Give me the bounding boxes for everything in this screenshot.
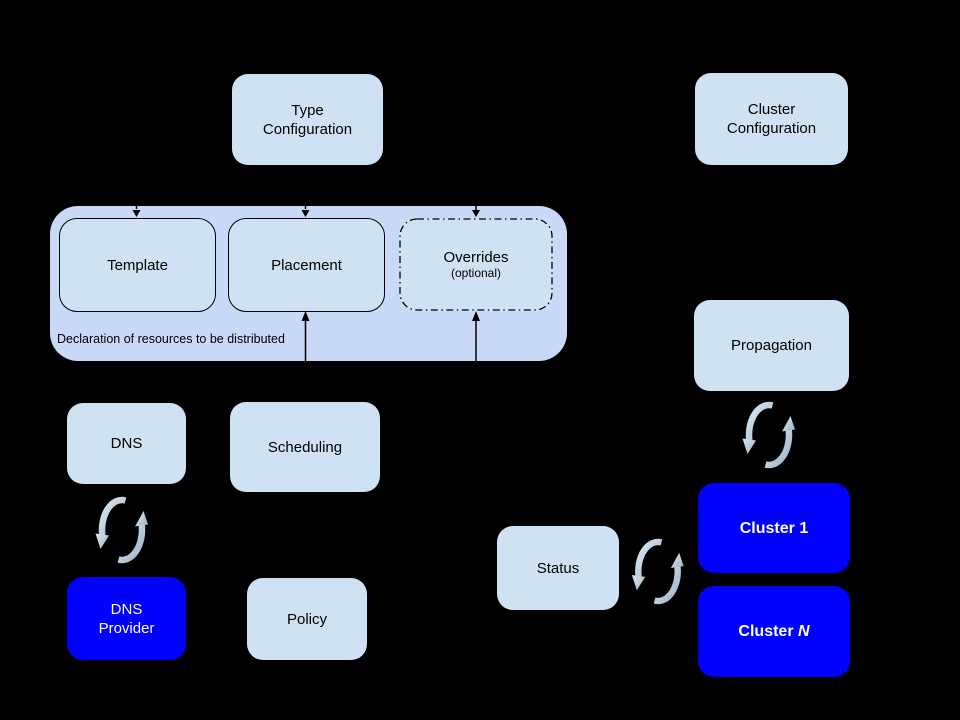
node-dns-provider: DNS Provider: [67, 577, 186, 660]
node-scheduling: Scheduling: [230, 402, 380, 492]
node-label-line: Configuration: [262, 120, 353, 138]
sync-icon-status: [631, 538, 684, 605]
node-label: Cluster 1: [740, 519, 808, 538]
node-label-line: Type: [291, 101, 324, 119]
arrowhead-up-overrides: [472, 311, 480, 321]
node-propagation: Propagation: [694, 300, 849, 391]
node-status: Status: [497, 526, 619, 610]
cluster-label-suffix: N: [798, 623, 810, 640]
node-label: Overrides: [443, 249, 509, 266]
node-sublabel: (optional): [450, 266, 502, 280]
node-policy: Policy: [247, 578, 367, 660]
node-label: Placement: [271, 256, 342, 274]
node-label: Status: [536, 559, 580, 577]
cluster-label-prefix: Cluster: [738, 623, 798, 640]
node-label-line: DNS: [110, 600, 143, 618]
node-cluster-configuration: Cluster Configuration: [695, 73, 848, 165]
arrowhead-up-placement: [301, 311, 310, 321]
node-cluster-n: Cluster N: [698, 586, 850, 677]
node-label-line: Provider: [98, 619, 155, 637]
node-label: DNS: [110, 435, 143, 452]
node-type-configuration: Type Configuration: [232, 74, 383, 165]
arrowhead-down-template: [132, 210, 141, 217]
node-label: Template: [107, 256, 168, 274]
node-label: Cluster N: [738, 622, 809, 641]
node-template: Template: [59, 218, 216, 312]
cluster-label-suffix: 1: [799, 519, 809, 537]
sync-icon-propagation: [742, 401, 795, 469]
node-label: Propagation: [731, 337, 812, 354]
cluster-label-prefix: Cluster: [739, 519, 800, 537]
node-label-line: Configuration: [726, 120, 817, 137]
arrowhead-down-overrides: [472, 210, 480, 217]
arrowhead-down-placement: [301, 210, 310, 217]
container-caption: Declaration of resources to be distribut…: [57, 332, 285, 346]
sync-icon-dns: [95, 496, 148, 564]
federated-resource-container: Template Placement Overrides (optional) …: [50, 206, 567, 361]
node-placement: Placement: [228, 218, 385, 312]
node-dns: DNS: [67, 403, 186, 484]
node-label: Policy: [286, 610, 327, 628]
node-label-line: Cluster: [747, 101, 796, 118]
node-label: Scheduling: [267, 438, 343, 456]
node-cluster-1: Cluster 1: [698, 483, 850, 573]
node-overrides: Overrides (optional): [399, 218, 553, 311]
